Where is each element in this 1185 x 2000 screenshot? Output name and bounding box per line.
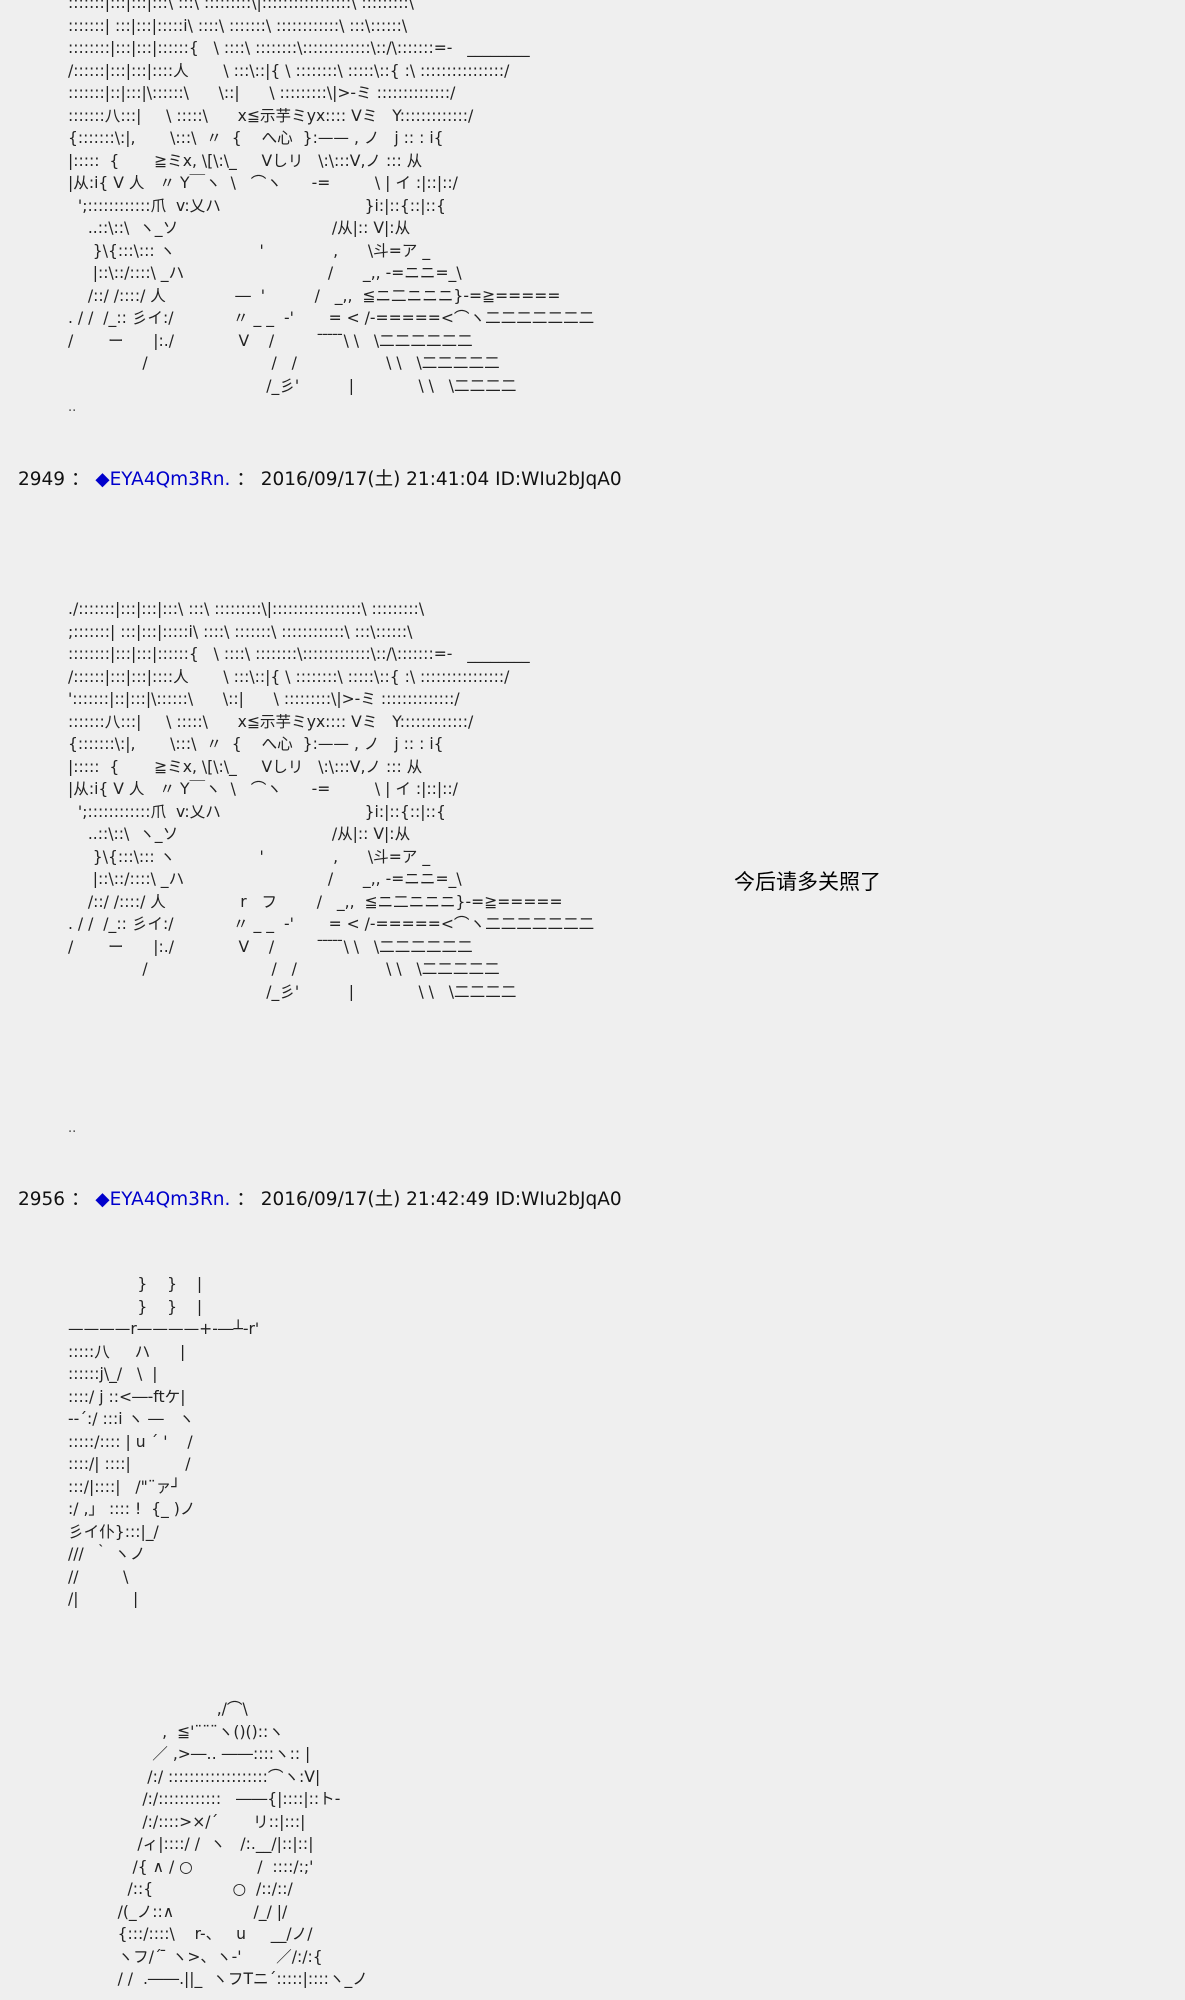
ascii-art-block-3: } } | } } | ————r————+-―┴-r' :::::八 ハ | … [68, 1275, 260, 1608]
post-datetime-id: 2016/09/17(土) 21:41:04 ID:WIu2bJqA0 [260, 469, 622, 490]
dialogue-text: 今后请多关照了 [734, 870, 881, 894]
post-header-2949: 2949 ： ◆EYA4Qm3Rn. ： 2016/09/17(土) 21:41… [18, 465, 622, 491]
post-separator: ： [70, 469, 90, 490]
post-number: 2949 [18, 469, 66, 490]
post-separator: ： [236, 469, 255, 490]
ascii-art-block-2: ./:::::::|:::|:::|:::\ :::\ :::::::::\|:… [68, 600, 595, 1001]
poster-trip[interactable]: ◆EYA4Qm3Rn. [95, 1189, 231, 1210]
post-datetime-id: 2016/09/17(土) 21:42:49 ID:WIu2bJqA0 [260, 1189, 622, 1210]
ascii-art-block-1: :::::::|:::|:::|:::\ :::\ :::::::::\|:::… [68, 0, 595, 395]
post-header-2956: 2956 ： ◆EYA4Qm3Rn. ： 2016/09/17(土) 21:42… [18, 1185, 622, 1211]
post-separator: ： [70, 1189, 90, 1210]
post-end-dots-1: .. [68, 400, 77, 415]
post-end-dots-2: .. [68, 1121, 77, 1136]
poster-trip[interactable]: ◆EYA4Qm3Rn. [95, 469, 231, 490]
ascii-art-block-4: ,/⌒\ , ≦'¨¨¨ヽ()()::ヽ ／ ,>―‥ ――::::ヽ:: | … [117, 1700, 368, 1988]
post-separator: ： [236, 1189, 255, 1210]
post-number: 2956 [18, 1189, 66, 1210]
